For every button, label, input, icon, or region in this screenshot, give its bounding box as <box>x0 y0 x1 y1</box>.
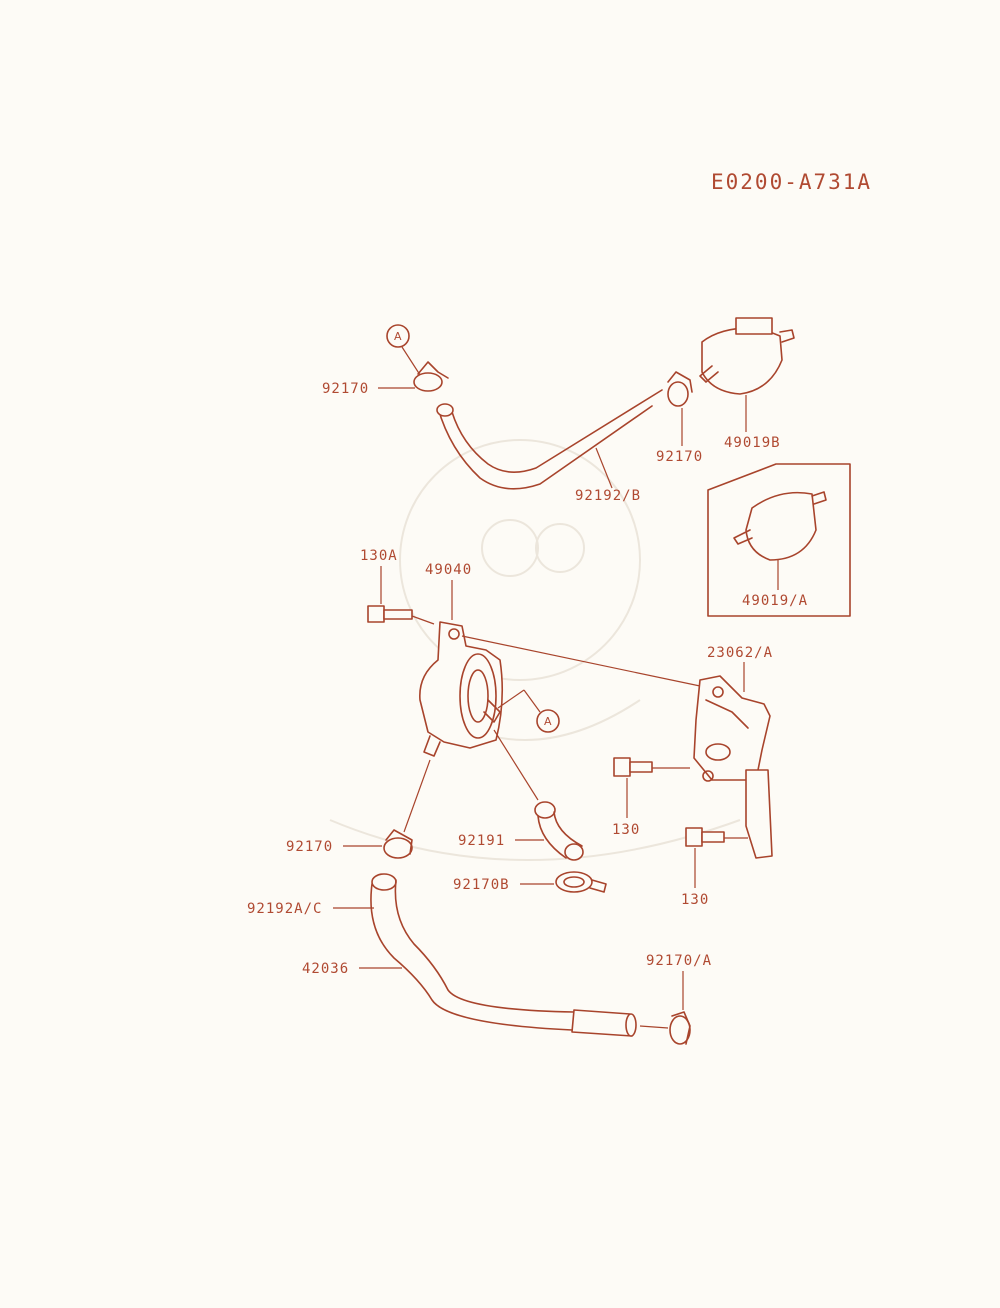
callout-a-middle: A <box>497 689 560 733</box>
svg-text:A: A <box>394 330 402 343</box>
label-92170-pump-outlet: 92170 <box>286 839 333 855</box>
fuel-filter-49019b <box>699 317 795 432</box>
diagram-code: E0200-A731A <box>711 170 872 194</box>
label-23062-a: 23062/A <box>707 645 773 661</box>
hose-92192-b <box>436 389 663 490</box>
label-92192-b: 92192/B <box>575 488 641 504</box>
label-92191: 92191 <box>458 833 505 849</box>
label-92170-top-left: 92170 <box>322 381 369 397</box>
label-92192-a-c: 92192A/C <box>247 901 322 917</box>
clamp-top-left <box>378 361 449 392</box>
label-92170-a: 92170/A <box>646 953 712 969</box>
clamp-pump-outlet <box>343 829 413 859</box>
label-130-upper: 130 <box>612 822 640 838</box>
bolt-130-lower <box>685 827 748 888</box>
inset-filter-box <box>707 463 851 617</box>
label-92170b: 92170B <box>453 877 510 893</box>
background-watermark <box>329 439 741 861</box>
clamp-top-right <box>667 371 693 446</box>
clamp-92170-a <box>639 1011 691 1045</box>
bracket-23062-a <box>693 675 773 859</box>
label-49019b: 49019B <box>724 435 781 451</box>
svg-text:A: A <box>544 715 552 728</box>
label-42036: 42036 <box>302 961 349 977</box>
label-92170-top-right: 92170 <box>656 449 703 465</box>
label-130-lower: 130 <box>681 892 709 908</box>
label-49019-a: 49019/A <box>742 593 808 609</box>
callout-a-top: A <box>386 324 423 379</box>
hose-92192-ac-42036 <box>370 873 637 1037</box>
fuel-pump-49040 <box>419 621 504 757</box>
clamp-92170b <box>520 871 607 893</box>
label-130a: 130A <box>360 548 398 564</box>
bolt-130-upper <box>613 757 690 818</box>
bolt-130a <box>367 605 435 625</box>
hose-92191 <box>515 801 584 861</box>
label-49040: 49040 <box>425 562 472 578</box>
